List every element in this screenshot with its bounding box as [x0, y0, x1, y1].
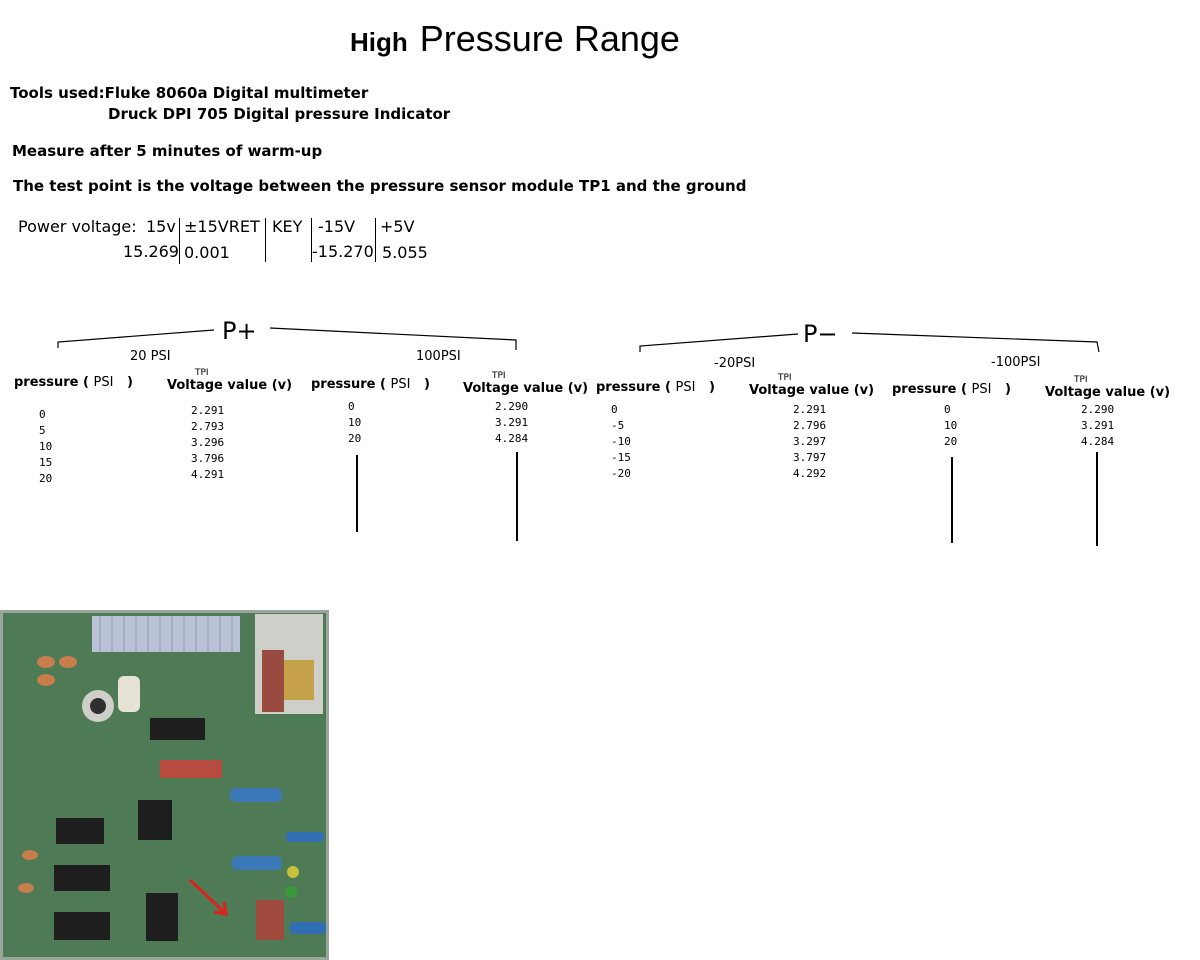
- pressure-header: pressure ( PSI ): [596, 380, 715, 395]
- voltage-cell: 3.291: [1081, 419, 1115, 432]
- power-divider: [311, 218, 312, 262]
- voltage-cell: 3.296: [191, 436, 225, 449]
- pressure-cell: 0: [611, 403, 618, 416]
- power-header-15vret: ±15VRET: [184, 217, 260, 236]
- tool-pressure-indicator: Druck DPI 705 Digital pressure Indicator: [108, 105, 451, 123]
- circuit-board-photo: [0, 610, 329, 960]
- pressure-cell: -5: [611, 419, 625, 432]
- power-value-15vret: 0.001: [184, 243, 230, 262]
- pressure-header: pressure ( PSI ): [892, 382, 1011, 397]
- voltage-cell: 4.292: [793, 467, 827, 480]
- voltage-column: 2.290 3.291 4.284: [1081, 402, 1114, 450]
- pressure-cell: 5: [39, 424, 46, 437]
- title-high: High: [350, 27, 408, 57]
- power-header-key: KEY: [272, 217, 303, 236]
- power-header-15v: 15v: [146, 217, 176, 236]
- power-value-neg15v: -15.270: [312, 242, 374, 261]
- tools-label: Tools used:: [10, 84, 105, 102]
- tool-multimeter: Fluke 8060a Digital multimeter: [104, 84, 369, 102]
- voltage-cell: 2.291: [191, 404, 225, 417]
- tp-label: TPI: [195, 368, 209, 378]
- pressure-column: 0 10 20: [944, 402, 957, 450]
- pressure-cell: 0: [39, 408, 46, 421]
- voltage-header: Voltage value (v): [1045, 385, 1171, 400]
- pressure-cell: -20: [611, 467, 631, 480]
- power-value-5v: 5.055: [382, 243, 428, 262]
- range-label-100psi: 100PSI: [416, 349, 461, 364]
- pressure-column: 0 -5 -10 -15 -20: [611, 402, 631, 482]
- voltage-cell: 3.797: [793, 451, 827, 464]
- voltage-header: Voltage value (v): [749, 383, 875, 398]
- voltage-header: Voltage value (v): [167, 378, 293, 393]
- pressure-cell: 15: [39, 456, 53, 469]
- pressure-cell: 20: [39, 472, 53, 485]
- pressure-header: pressure ( PSI ): [311, 377, 430, 392]
- voltage-cell: 4.284: [495, 432, 529, 445]
- pressure-cell: -15: [611, 451, 631, 464]
- pressure-cell: 10: [39, 440, 53, 453]
- pressure-header: pressure ( PSI ): [14, 375, 133, 390]
- power-header-5v: +5V: [380, 217, 415, 236]
- testpoint-note: The test point is the voltage between th…: [13, 177, 747, 195]
- pressure-column: 0 5 10 15 20: [39, 407, 52, 487]
- pressure-column: 0 10 20: [348, 399, 361, 447]
- voltage-cell: 3.297: [793, 435, 827, 448]
- tp-label: TPI: [778, 373, 792, 383]
- voltage-cell: 2.291: [793, 403, 827, 416]
- pressure-cell: 20: [944, 435, 958, 448]
- pressure-cell: 10: [348, 416, 362, 429]
- pressure-cell: -10: [611, 435, 631, 448]
- voltage-column: 2.291 2.793 3.296 3.796 4.291: [191, 403, 224, 483]
- voltage-cell: 2.793: [191, 420, 225, 433]
- voltage-cell: 2.796: [793, 419, 827, 432]
- range-label-neg20psi: -20PSI: [714, 356, 756, 371]
- voltage-cell: 3.291: [495, 416, 529, 429]
- power-header-neg15v: -15V: [318, 217, 356, 236]
- voltage-cell: 4.291: [191, 468, 225, 481]
- power-value-15v: 15.269: [123, 242, 179, 261]
- power-label: Power voltage:: [18, 217, 137, 236]
- pressure-cell: 0: [944, 403, 951, 416]
- tp-label: TPI: [1074, 375, 1088, 385]
- page-title: High Pressure Range: [350, 18, 680, 60]
- pressure-cell: 20: [348, 432, 362, 445]
- voltage-cell: 3.796: [191, 452, 225, 465]
- pressure-cell: 10: [944, 419, 958, 432]
- voltage-column: 2.290 3.291 4.284: [495, 399, 528, 447]
- power-divider: [375, 218, 376, 262]
- voltage-cell: 2.290: [1081, 403, 1115, 416]
- voltage-column: 2.291 2.796 3.297 3.797 4.292: [793, 402, 826, 482]
- pressure-cell: 0: [348, 400, 355, 413]
- section-label-p-minus: P−: [803, 320, 838, 348]
- warmup-note: Measure after 5 minutes of warm-up: [12, 142, 323, 160]
- section-brackets: [57, 327, 1100, 546]
- voltage-cell: 4.284: [1081, 435, 1115, 448]
- voltage-header: Voltage value (v): [463, 381, 589, 396]
- voltage-cell: 2.290: [495, 400, 529, 413]
- power-divider: [179, 218, 180, 264]
- range-label-neg100psi: -100PSI: [991, 355, 1041, 370]
- power-divider: [265, 218, 266, 262]
- tp-label: TPI: [492, 371, 506, 381]
- range-label-20psi: 20 PSI: [130, 349, 171, 364]
- tools-line-1: Tools used:Fluke 8060a Digital multimete…: [10, 84, 368, 102]
- section-label-p-plus: P+: [222, 317, 257, 345]
- title-pressure-range: Pressure Range: [419, 18, 680, 59]
